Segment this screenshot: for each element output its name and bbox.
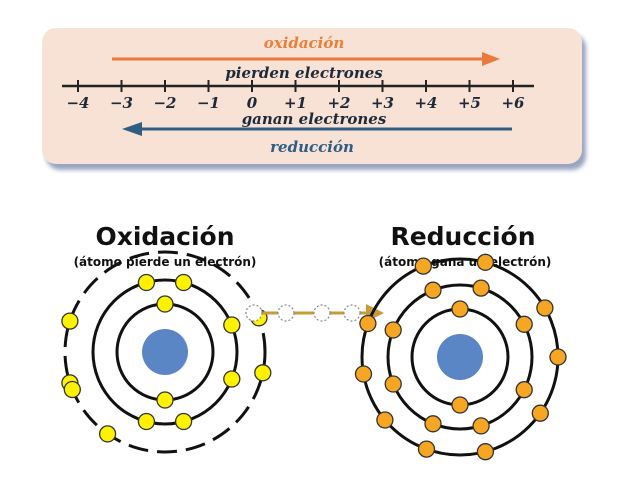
electron — [384, 375, 402, 393]
electron — [472, 417, 490, 435]
electron — [384, 321, 402, 339]
electron — [137, 412, 156, 431]
right-middle-shell — [386, 283, 534, 431]
tick-label: +3 — [371, 94, 394, 112]
tick-label: +4 — [414, 94, 437, 112]
tick-label: 0 — [247, 94, 258, 112]
electron — [476, 443, 495, 461]
empty-electron — [343, 304, 361, 322]
tick-label: −1 — [197, 94, 220, 112]
right-atom-title: Reducción — [390, 222, 536, 251]
electron — [476, 253, 495, 271]
oxidation-label: oxidación — [264, 34, 345, 52]
electron — [451, 300, 469, 318]
empty-electron — [245, 304, 263, 322]
tick-label: −4 — [66, 94, 89, 112]
tick-label: −3 — [110, 94, 133, 112]
reduction-label: reducción — [270, 138, 354, 156]
lower-caption: ganan electrones — [242, 110, 387, 128]
left-outer-shell — [63, 250, 267, 454]
electron — [451, 396, 469, 414]
redox-scale-card: oxidación pierden electrones −4 −3 −2 −1 0 +1… — [42, 28, 582, 164]
electron — [549, 348, 567, 366]
left-nucleus — [142, 329, 188, 375]
left-atom — [61, 250, 272, 454]
electron — [254, 364, 272, 382]
electron — [223, 316, 241, 334]
right-electrons — [354, 253, 567, 461]
electron — [515, 381, 533, 399]
electron — [63, 380, 81, 399]
left-atom-subtitle: (átomo pierde un electrón) — [73, 255, 257, 269]
electron — [354, 365, 373, 383]
electron — [174, 412, 193, 431]
upper-caption: pierden electrones — [225, 64, 383, 82]
electron — [424, 415, 442, 433]
tick-label: +1 — [284, 94, 307, 112]
left-atom-title: Oxidación — [95, 222, 235, 251]
electron — [414, 257, 432, 275]
electron — [156, 391, 174, 409]
left-electrons — [61, 273, 272, 443]
electron — [424, 281, 442, 299]
right-nucleus — [437, 334, 483, 380]
electron — [61, 312, 79, 330]
tick-label: +5 — [458, 94, 481, 112]
electron — [98, 425, 117, 443]
tick-label: +6 — [501, 94, 525, 112]
electron — [156, 295, 174, 313]
redox-scale: oxidación pierden electrones −4 −3 −2 −1 0 +1… — [62, 34, 534, 156]
tick-label: +2 — [327, 94, 350, 112]
electron — [376, 411, 394, 429]
electron — [417, 440, 436, 458]
electron — [137, 273, 156, 292]
tick-group: −4 −3 −2 −1 0 +1 +2 +3 +4 +5 +6 — [66, 80, 525, 112]
left-middle-shell — [91, 278, 239, 426]
electron — [515, 315, 533, 333]
electron — [472, 279, 490, 297]
oxidation-arrowhead — [482, 52, 500, 66]
electron — [174, 273, 193, 292]
electron-transfer — [245, 304, 384, 322]
electron — [223, 370, 241, 388]
empty-electron — [277, 304, 295, 322]
reduction-arrowhead — [122, 122, 142, 136]
electron — [531, 404, 549, 422]
electron — [359, 314, 377, 333]
tick-label: −2 — [153, 94, 176, 112]
empty-electron — [313, 304, 331, 322]
right-atom — [354, 253, 567, 461]
electron — [536, 299, 554, 317]
